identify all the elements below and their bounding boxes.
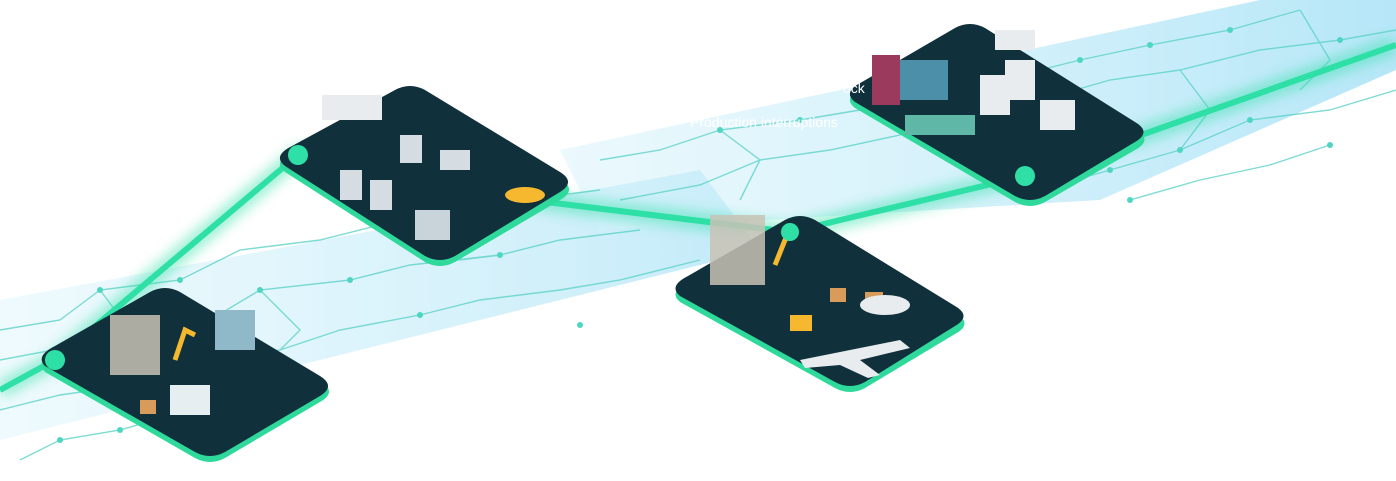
- machine-icon: [215, 310, 255, 350]
- dashboard-icon: [900, 60, 948, 100]
- path-node: [45, 350, 65, 370]
- forklift-icon: [790, 315, 812, 331]
- path-node: [781, 223, 799, 241]
- screen-icon: [170, 385, 210, 415]
- airplane-icon: [800, 340, 910, 378]
- interruptions-label: Production interruptions: [690, 114, 838, 130]
- machine-icon: [415, 210, 450, 240]
- shelf-icon: [110, 315, 160, 375]
- robot-arm-icon: [172, 326, 197, 361]
- network-nodes: [57, 27, 1343, 443]
- platform-retail: [849, 24, 1145, 206]
- path-node: [1015, 166, 1035, 186]
- platform-warehouse: [41, 288, 330, 462]
- parcels-icon: [905, 115, 975, 135]
- shelf-icon: [710, 215, 765, 285]
- container-icon: [872, 55, 900, 105]
- robot-cell-icon: [505, 187, 545, 203]
- tanker-truck-icon: [860, 295, 910, 315]
- path-node: [288, 145, 308, 165]
- platform-logistics: [675, 215, 965, 392]
- truck-icon: [322, 95, 382, 120]
- stock-label: ock: [843, 80, 865, 96]
- platform-factory: [279, 86, 569, 266]
